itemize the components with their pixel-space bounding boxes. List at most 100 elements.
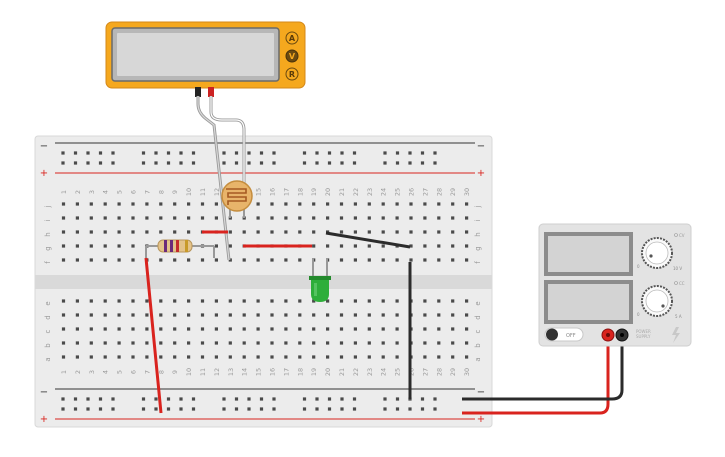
terminal-hole[interactable] <box>451 299 455 303</box>
terminal-hole[interactable] <box>326 327 330 331</box>
rail-hole[interactable] <box>383 151 387 155</box>
terminal-hole[interactable] <box>242 230 246 234</box>
terminal-hole[interactable] <box>270 355 274 359</box>
terminal-hole[interactable] <box>187 327 191 331</box>
rail-hole[interactable] <box>222 151 226 155</box>
rail-hole[interactable] <box>420 151 425 155</box>
rail-hole[interactable] <box>408 161 412 165</box>
terminal-hole[interactable] <box>367 355 371 359</box>
terminal-hole[interactable] <box>159 327 163 331</box>
terminal-hole[interactable] <box>61 244 66 248</box>
terminal-hole[interactable] <box>367 244 371 248</box>
terminal-hole[interactable] <box>326 244 330 248</box>
terminal-hole[interactable] <box>395 313 399 317</box>
terminal-hole[interactable] <box>367 216 371 220</box>
terminal-hole[interactable] <box>173 327 177 331</box>
multimeter-button-a[interactable]: A <box>285 31 299 45</box>
rail-hole[interactable] <box>383 407 387 411</box>
terminal-hole[interactable] <box>159 258 163 262</box>
terminal-hole[interactable] <box>270 230 274 234</box>
terminal-hole[interactable] <box>256 327 260 331</box>
terminal-hole[interactable] <box>298 230 302 234</box>
terminal-hole[interactable] <box>298 313 302 317</box>
terminal-hole[interactable] <box>367 230 371 234</box>
terminal-hole[interactable] <box>437 244 441 248</box>
rail-hole[interactable] <box>340 397 344 401</box>
rail-hole[interactable] <box>222 407 226 411</box>
terminal-hole[interactable] <box>173 313 177 317</box>
terminal-hole[interactable] <box>173 341 177 345</box>
terminal-hole[interactable] <box>437 230 441 234</box>
terminal-hole[interactable] <box>228 244 232 248</box>
terminal-hole[interactable] <box>465 341 469 345</box>
terminal-hole[interactable] <box>89 202 93 206</box>
terminal-hole[interactable] <box>298 258 302 262</box>
rail-hole[interactable] <box>191 407 196 411</box>
terminal-hole[interactable] <box>117 299 121 303</box>
terminal-hole[interactable] <box>395 341 399 345</box>
terminal-hole[interactable] <box>256 258 260 262</box>
rail-hole[interactable] <box>259 397 264 401</box>
terminal-hole[interactable] <box>367 341 371 345</box>
terminal-hole[interactable] <box>200 216 205 220</box>
terminal-hole[interactable] <box>187 341 191 345</box>
rail-hole[interactable] <box>191 151 196 155</box>
terminal-hole[interactable] <box>423 313 427 317</box>
terminal-hole[interactable] <box>395 216 399 220</box>
terminal-hole[interactable] <box>159 313 163 317</box>
terminal-hole[interactable] <box>256 299 260 303</box>
rail-hole[interactable] <box>408 151 412 155</box>
terminal-hole[interactable] <box>173 216 177 220</box>
terminal-hole[interactable] <box>437 258 441 262</box>
terminal-hole[interactable] <box>298 216 302 220</box>
terminal-hole[interactable] <box>326 341 330 345</box>
terminal-hole[interactable] <box>145 202 149 206</box>
terminal-hole[interactable] <box>256 313 260 317</box>
terminal-hole[interactable] <box>465 216 469 220</box>
terminal-hole[interactable] <box>103 244 107 248</box>
terminal-hole[interactable] <box>187 258 191 262</box>
terminal-hole[interactable] <box>145 230 149 234</box>
terminal-hole[interactable] <box>339 244 344 248</box>
terminal-hole[interactable] <box>353 258 357 262</box>
rail-hole[interactable] <box>61 407 65 411</box>
terminal-hole[interactable] <box>214 258 218 262</box>
power-supply[interactable]: 0 0 10 V 5 A CV CC OFF POWER SUPPLY <box>538 223 692 347</box>
multimeter-probe-red[interactable] <box>208 87 214 97</box>
rail-hole[interactable] <box>315 161 319 165</box>
terminal-hole[interactable] <box>103 216 107 220</box>
rail-hole[interactable] <box>179 407 183 411</box>
terminal-hole[interactable] <box>89 299 93 303</box>
terminal-hole[interactable] <box>242 313 246 317</box>
terminal-hole[interactable] <box>284 313 288 317</box>
terminal-hole[interactable] <box>256 216 260 220</box>
terminal-hole[interactable] <box>75 258 79 262</box>
terminal-hole[interactable] <box>423 258 427 262</box>
terminal-hole[interactable] <box>228 355 232 359</box>
rail-hole[interactable] <box>315 407 319 411</box>
terminal-hole[interactable] <box>395 230 399 234</box>
rail-hole[interactable] <box>234 407 239 411</box>
terminal-hole[interactable] <box>131 216 135 220</box>
terminal-hole[interactable] <box>242 327 246 331</box>
terminal-hole[interactable] <box>270 313 274 317</box>
rail-hole[interactable] <box>327 151 332 155</box>
terminal-hole[interactable] <box>131 244 135 248</box>
terminal-hole[interactable] <box>312 355 316 359</box>
terminal-hole[interactable] <box>409 230 413 234</box>
terminal-hole[interactable] <box>173 299 177 303</box>
terminal-hole[interactable] <box>103 313 107 317</box>
terminal-hole[interactable] <box>326 202 330 206</box>
rail-hole[interactable] <box>191 397 196 401</box>
power-switch[interactable]: OFF <box>544 327 584 342</box>
terminal-hole[interactable] <box>381 230 385 234</box>
resistor[interactable] <box>145 239 215 258</box>
terminal-hole[interactable] <box>200 202 205 206</box>
terminal-hole[interactable] <box>353 355 357 359</box>
rail-hole[interactable] <box>111 407 115 411</box>
terminal-hole[interactable] <box>367 313 371 317</box>
terminal-hole[interactable] <box>381 299 385 303</box>
terminal-hole[interactable] <box>61 216 66 220</box>
terminal-hole[interactable] <box>423 355 427 359</box>
rail-hole[interactable] <box>111 151 115 155</box>
